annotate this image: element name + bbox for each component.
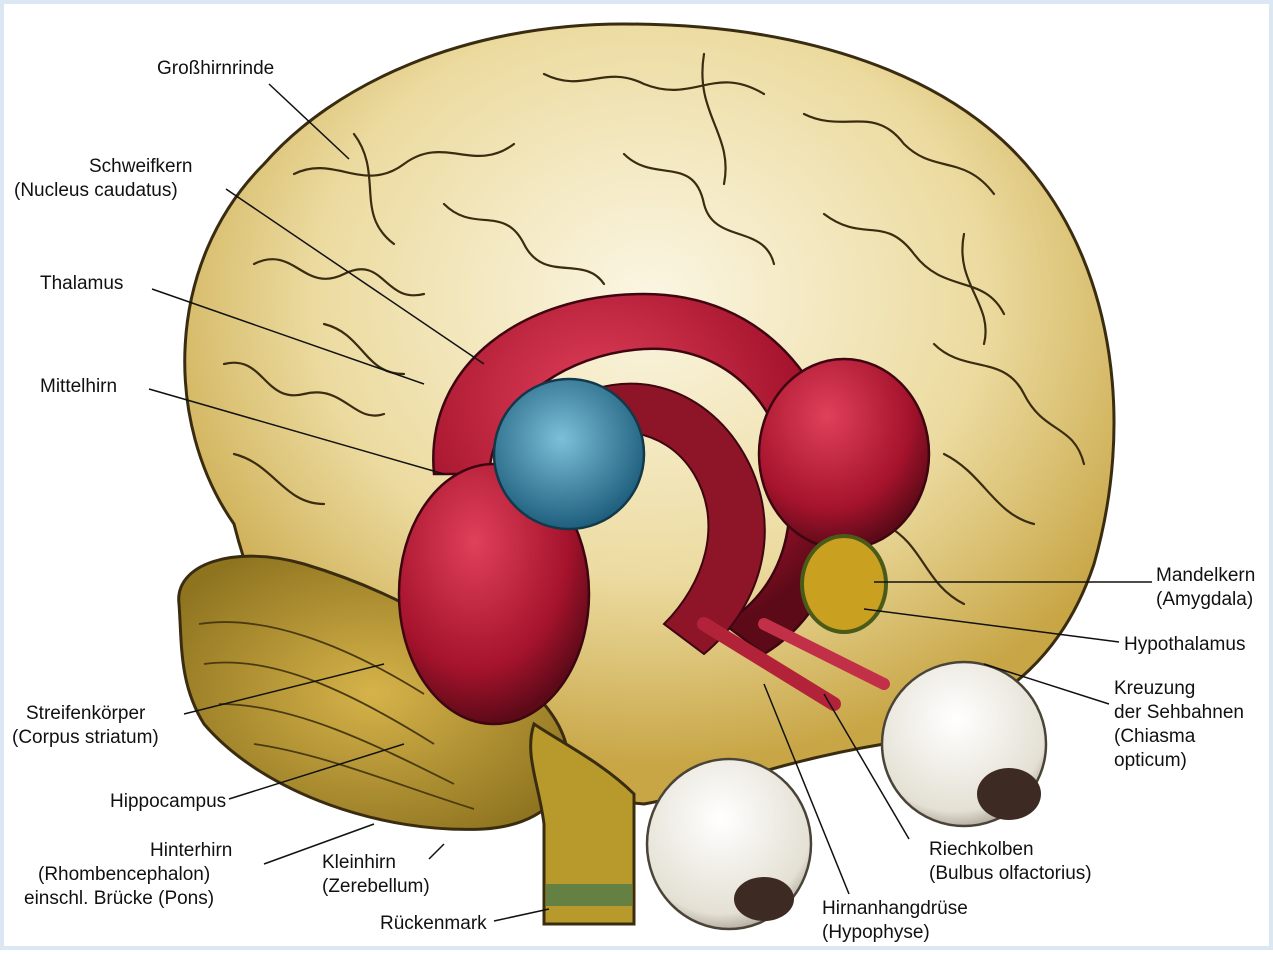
label-mandelkern: Mandelkern (Amygdala) xyxy=(1156,565,1261,610)
label-hypothalamus: Hypothalamus xyxy=(1124,634,1245,655)
label-streifenkoerper: Streifenkörper (Corpus striatum) xyxy=(12,703,159,748)
pupil-front xyxy=(734,877,794,921)
label-hirnanhangdruese: Hirnanhangdrüse (Hypophyse) xyxy=(822,898,973,943)
label-thalamus: Thalamus xyxy=(40,273,123,294)
label-mittelhirn: Mittelhirn xyxy=(40,376,117,397)
label-riechkolben: Riechkolben (Bulbus olfactorius) xyxy=(929,839,1092,884)
label-hippocampus: Hippocampus xyxy=(110,791,226,812)
amygdala xyxy=(802,536,886,632)
brain-diagram: Großhirnrinde Schweifkern (Nucleus cauda… xyxy=(4,4,1273,954)
label-rueckenmark: Rückenmark xyxy=(380,913,487,934)
label-schweifkern: Schweifkern (Nucleus caudatus) xyxy=(14,156,198,201)
label-chiasma: Kreuzung der Sehbahnen (Chiasma opticum) xyxy=(1114,678,1249,771)
label-grosshirnrinde: Großhirnrinde xyxy=(157,58,274,79)
pupil-right xyxy=(977,768,1041,820)
thalamus-blue xyxy=(494,379,644,529)
label-hinterhirn: Hinterhirn (Rhombencephalon) einschl. Br… xyxy=(24,840,238,909)
spinal-cord-band xyxy=(546,884,632,906)
label-kleinhirn: Kleinhirn (Zerebellum) xyxy=(322,852,430,897)
putamen-red xyxy=(759,359,929,549)
